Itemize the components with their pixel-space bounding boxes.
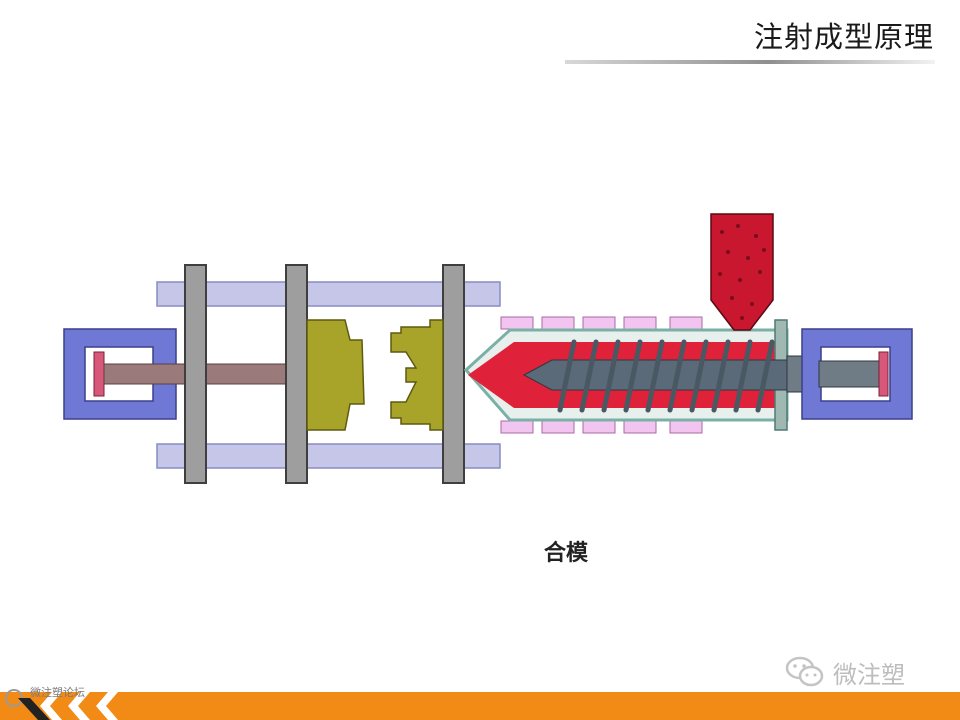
forum-logo-text: 微注塑论坛 [30,686,85,699]
hopper-pellets [718,224,766,320]
hopper [710,213,774,331]
watermark-label: 微注塑 [833,660,905,689]
footer-accent-bar [0,692,960,720]
fixed-platen [442,264,465,484]
wechat-icon [785,656,824,687]
slide-title: 注射成型原理 [753,20,934,54]
forum-logo-icon [5,689,118,720]
clamp-ram-head [93,351,105,397]
screw [522,339,791,413]
wechat-watermark: 微注塑 [785,654,905,690]
title-underline [565,60,935,64]
moving-platen [285,264,308,484]
moving-mold-half [306,319,365,431]
upper-heater-bands [500,316,703,330]
injection-piston-rod [818,360,880,388]
lower-heater-bands [500,420,703,434]
rear-platen [184,264,207,484]
injection-ram-head [878,351,889,397]
fixed-mold-half [390,319,444,431]
step-caption: 合模 [544,541,589,566]
